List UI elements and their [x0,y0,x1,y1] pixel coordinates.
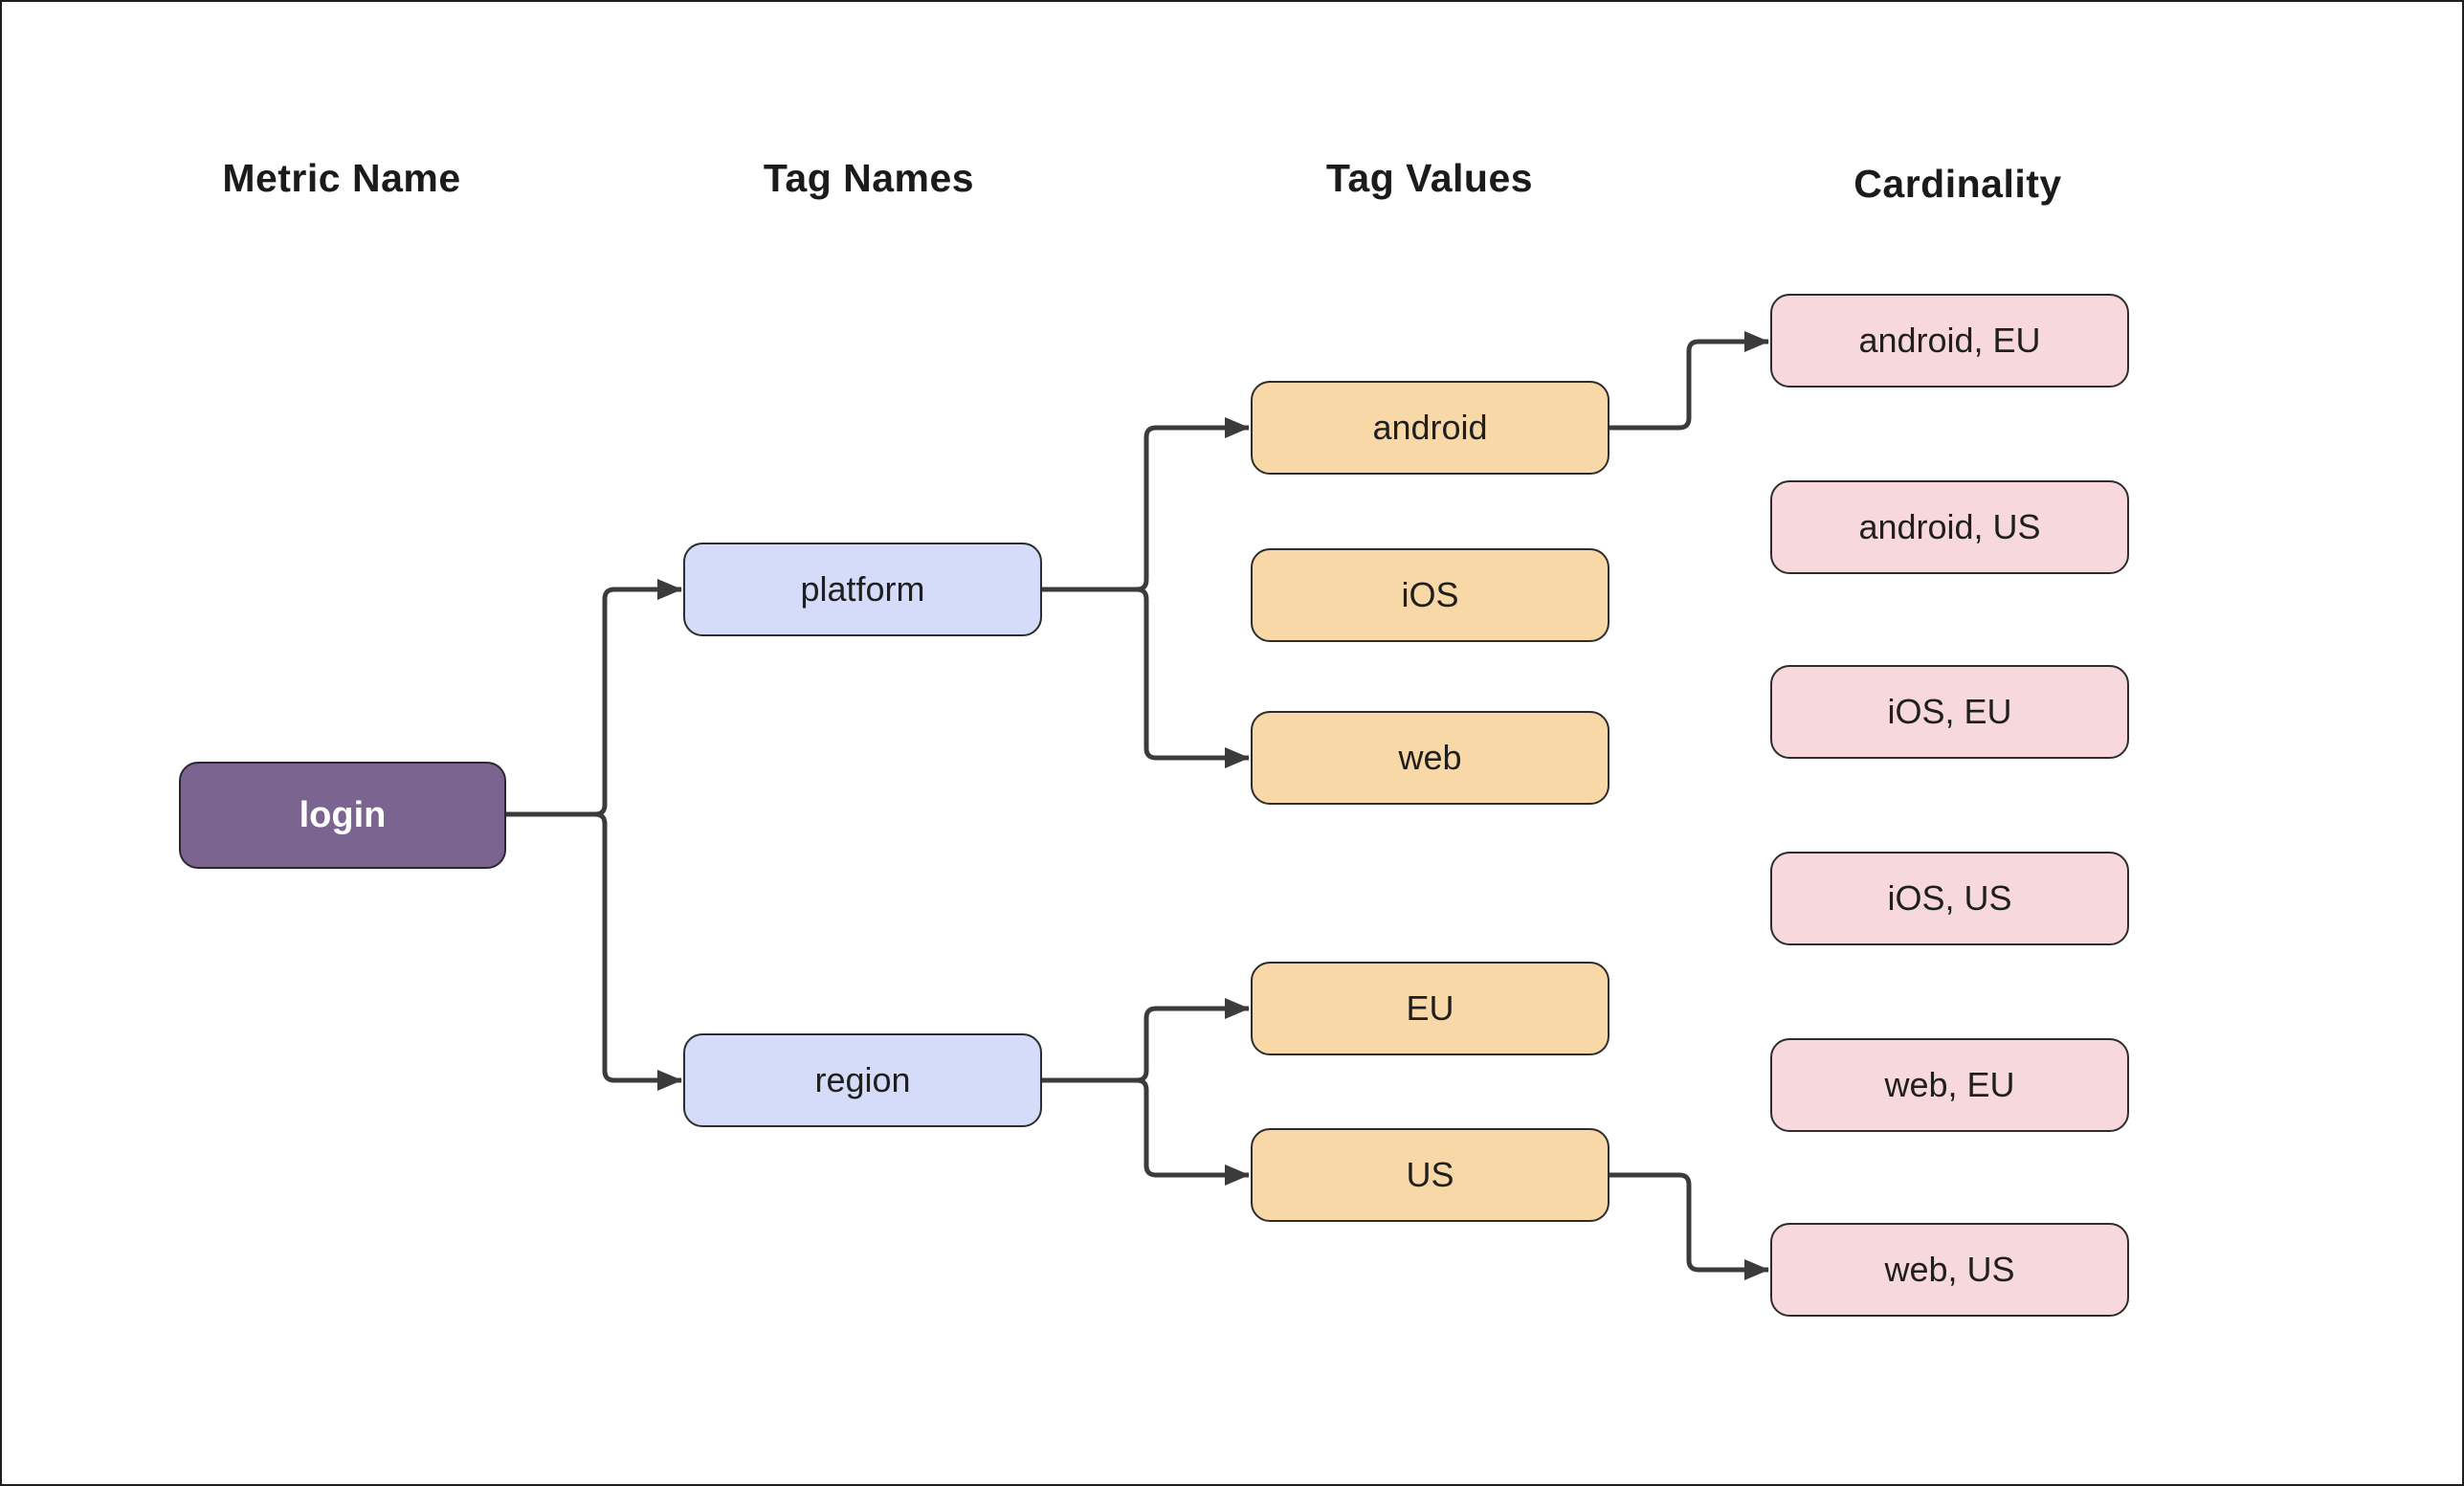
node-ios-eu: iOS, EU [1770,665,2129,759]
node-android-us: android, US [1770,480,2129,574]
column-header-tag-names: Tag Names [763,156,975,200]
node-region: region [683,1033,1042,1127]
edge-us-web-us [1609,1172,1769,1280]
node-web: web [1251,711,1609,805]
column-header-tag-values: Tag Values [1325,156,1534,200]
edge-platform-android [1042,417,1250,592]
node-login: login [179,762,506,869]
edge-login-platform [506,579,682,817]
column-header-cardinality: Cardinality [1854,162,2062,206]
node-android: android [1251,381,1609,475]
node-web-eu: web, EU [1770,1038,2129,1132]
node-ios-us: iOS, US [1770,852,2129,945]
edge-platform-web [1042,587,1250,768]
edge-login-region [506,811,682,1091]
node-platform: platform [683,543,1042,636]
edge-android-android-eu [1609,331,1769,431]
column-header-metric-name: Metric Name [222,156,461,200]
node-web-us: web, US [1770,1223,2129,1317]
edge-region-eu [1042,998,1250,1083]
node-android-eu: android, EU [1770,294,2129,388]
node-ios: iOS [1251,548,1609,642]
node-eu: EU [1251,962,1609,1055]
edge-region-us [1042,1077,1250,1186]
node-us: US [1251,1128,1609,1222]
